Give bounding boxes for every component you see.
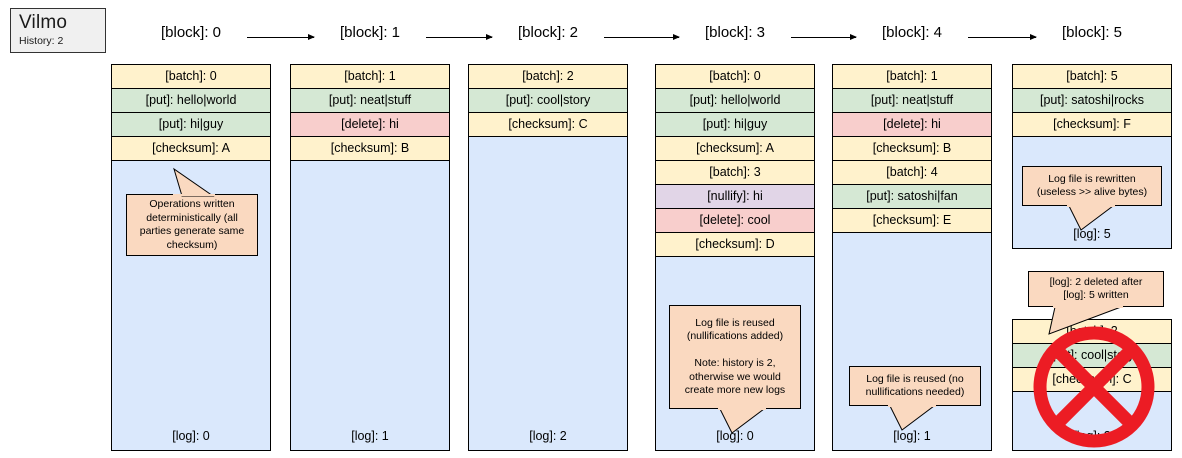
log-row-batch: [batch]: 0	[112, 65, 270, 89]
log-file-label: [log]: 1	[893, 429, 931, 443]
log-row-put: [put]: cool|story	[1013, 344, 1171, 368]
log-row-batch: [batch]: 4	[833, 161, 991, 185]
log-row-checksum: [checksum]: A	[656, 137, 814, 161]
log-row-batch: [batch]: 3	[656, 161, 814, 185]
block-label-4: [block]: 4	[881, 24, 943, 41]
log-row-checksum: [checksum]: B	[291, 137, 449, 161]
app-title: Vilmo	[19, 12, 68, 33]
callout-log-rewritten-tail	[1067, 205, 1115, 231]
callout-log-reused-nullified-tail	[718, 408, 766, 434]
log-row-delete: [delete]: hi	[833, 113, 991, 137]
block-arrow-2-to-3	[604, 33, 680, 40]
log-row-checksum: [checksum]: E	[833, 209, 991, 233]
log-row-put: [put]: satoshi|fan	[833, 185, 991, 209]
callout-deterministic-tail	[173, 167, 215, 197]
log-row-delete: [delete]: hi	[291, 113, 449, 137]
block-arrow-4-to-5	[968, 33, 1037, 40]
log-row-put: [put]: hi|guy	[112, 113, 270, 137]
callout-deterministic: Operations written deterministically (al…	[126, 167, 258, 256]
block-label-1: [block]: 1	[339, 24, 401, 41]
log-row-nullify: [nullify]: hi	[656, 185, 814, 209]
block-arrow-0-to-1	[247, 33, 315, 40]
log-file-label: [log]: 0	[172, 429, 210, 443]
callout-log-reused-no-nullify-tail	[888, 405, 936, 431]
callout-log-reused-no-nullify: Log file is reused (no nullifications ne…	[849, 366, 981, 431]
log-row-batch: [batch]: 2	[469, 65, 627, 89]
log-row-put: [put]: neat|stuff	[291, 89, 449, 113]
log-file-label: [log]: 0	[716, 429, 754, 443]
log-file-label: [log]: 2	[1073, 429, 1111, 443]
log-row-checksum: [checksum]: D	[656, 233, 814, 257]
block-label-2: [block]: 2	[517, 24, 579, 41]
log-row-batch: [batch]: 5	[1013, 65, 1171, 89]
block-label-0: [block]: 0	[160, 24, 222, 41]
log-file-label: [log]: 1	[351, 429, 389, 443]
callout-log2-deleted: [log]: 2 deleted after [log]: 5 written	[1028, 271, 1164, 335]
callout-log-rewritten: Log file is rewritten (useless >> alive …	[1022, 166, 1162, 231]
log-row-checksum: [checksum]: C	[469, 113, 627, 137]
log-row-batch: [batch]: 1	[833, 65, 991, 89]
log-row-checksum: [checksum]: C	[1013, 368, 1171, 392]
history-label: History: 2	[19, 35, 64, 47]
log-row-put: [put]: neat|stuff	[833, 89, 991, 113]
log-row-put: [put]: hi|guy	[656, 113, 814, 137]
log-row-put: [put]: satoshi|rocks	[1013, 89, 1171, 113]
callout-log2-deleted-tail	[1048, 306, 1123, 335]
log-row-delete: [delete]: cool	[656, 209, 814, 233]
log-file-label: [log]: 2	[529, 429, 567, 443]
log-row-checksum: [checksum]: F	[1013, 113, 1171, 137]
app-title-box: Vilmo History: 2	[10, 8, 106, 53]
log-row-put: [put]: hello|world	[112, 89, 270, 113]
log-2[interactable]: [batch]: 2[put]: cool|story[checksum]: C…	[468, 64, 628, 451]
log-2-deleted[interactable]: [batch]: 2[put]: cool|story[checksum]: C…	[1012, 319, 1172, 451]
log-row-checksum: [checksum]: A	[112, 137, 270, 161]
log-row-put: [put]: hello|world	[656, 89, 814, 113]
log-0[interactable]: [batch]: 0[put]: hello|world[put]: hi|gu…	[111, 64, 271, 451]
log-row-batch: [batch]: 1	[291, 65, 449, 89]
block-arrow-3-to-4	[791, 33, 857, 40]
log-4[interactable]: [batch]: 1[put]: neat|stuff[delete]: hi[…	[832, 64, 992, 451]
log-row-put: [put]: cool|story	[469, 89, 627, 113]
log-1[interactable]: [batch]: 1[put]: neat|stuff[delete]: hi[…	[290, 64, 450, 451]
log-row-checksum: [checksum]: B	[833, 137, 991, 161]
block-label-5: [block]: 5	[1061, 24, 1123, 41]
block-label-3: [block]: 3	[704, 24, 766, 41]
log-file-label: [log]: 5	[1073, 227, 1111, 241]
block-arrow-1-to-2	[426, 33, 493, 40]
log-row-batch: [batch]: 0	[656, 65, 814, 89]
callout-log-reused-nullified: Log file is reused (nullifications added…	[669, 305, 801, 434]
